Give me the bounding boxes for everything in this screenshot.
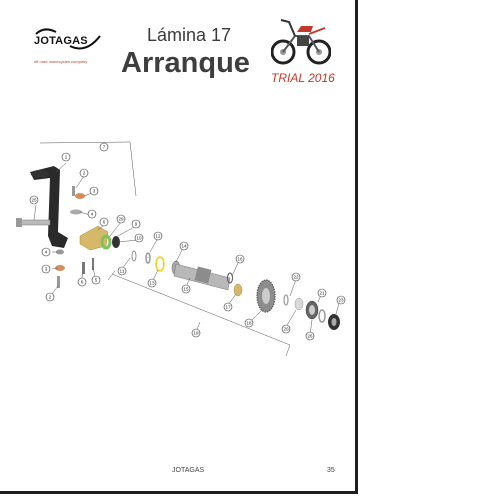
svg-text:5: 5 [95,278,98,283]
exploded-parts-diagram: 1 7 2 3 4 25 6 29 9 10 4 3 2 6 5 11 12 1… [16,141,346,357]
svg-text:21: 21 [319,291,325,296]
svg-text:11: 11 [120,269,125,274]
svg-text:16: 16 [237,257,243,262]
svg-text:25: 25 [31,198,37,203]
callout-1: 1 [61,152,71,162]
logo-brand-text: JOTAGAS [34,35,88,47]
svg-text:6: 6 [103,220,106,225]
callout-2b: 2 [45,292,55,302]
callout-23: 23 [336,295,346,305]
svg-text:2: 2 [49,295,52,300]
callout-19: 19 [191,328,201,338]
callout-21: 21 [317,288,327,298]
svg-text:4: 4 [45,250,48,255]
svg-text:22: 22 [293,275,299,280]
model-label: TRIAL 2016 [271,71,335,85]
callout-15: 15 [181,284,191,294]
callout-26: 26 [305,331,315,341]
callout-7: 7 [99,142,109,152]
manual-page: JOTAGAS off road motorcycles company Lám… [0,0,358,494]
callout-12: 12 [153,231,163,241]
callout-6: 6 [99,217,109,227]
callout-20: 20 [281,324,291,334]
svg-text:6: 6 [81,280,84,285]
callout-4b: 4 [41,247,51,257]
callout-4: 4 [87,209,97,219]
plate-number: Lámina 17 [147,25,232,45]
page-title: Arranque [121,47,250,79]
callout-11: 11 [117,266,127,276]
svg-text:3: 3 [45,267,48,272]
callout-18: 18 [244,318,254,328]
svg-text:23: 23 [338,298,344,303]
svg-text:13: 13 [149,281,155,286]
svg-text:12: 12 [155,234,161,239]
callout-2: 2 [79,168,89,178]
svg-text:2: 2 [83,171,86,176]
svg-text:9: 9 [135,222,138,227]
svg-text:15: 15 [183,287,189,292]
callout-10: 10 [134,233,144,243]
svg-text:20: 20 [283,327,289,332]
svg-text:17: 17 [225,305,231,310]
callout-3: 3 [89,186,99,196]
svg-text:14: 14 [181,244,187,249]
callout-14: 14 [179,241,189,251]
callout-17: 17 [223,302,233,312]
callout-9: 9 [131,219,141,229]
svg-text:19: 19 [193,331,199,336]
footer-brand: JOTAGAS [172,467,205,474]
svg-text:18: 18 [246,321,252,326]
trial-bike-image [270,12,332,73]
callout-25: 25 [29,195,39,205]
jotagas-logo: JOTAGAS off road motorcycles company [30,24,110,68]
callout-22: 22 [291,272,301,282]
callout-5: 5 [91,275,101,285]
callout-29: 29 [116,214,126,224]
svg-text:10: 10 [136,236,142,241]
callout-16: 16 [235,254,245,264]
page-number: 35 [327,467,335,474]
callout-3b: 3 [41,264,51,274]
svg-text:26: 26 [307,334,313,339]
callout-13: 13 [147,278,157,288]
svg-text:4: 4 [91,212,94,217]
svg-text:1: 1 [65,155,68,160]
callout-6b: 6 [77,277,87,287]
svg-text:7: 7 [103,145,106,150]
logo-tagline: off road motorcycles company [34,59,88,64]
svg-text:29: 29 [118,217,124,222]
svg-text:3: 3 [93,189,96,194]
